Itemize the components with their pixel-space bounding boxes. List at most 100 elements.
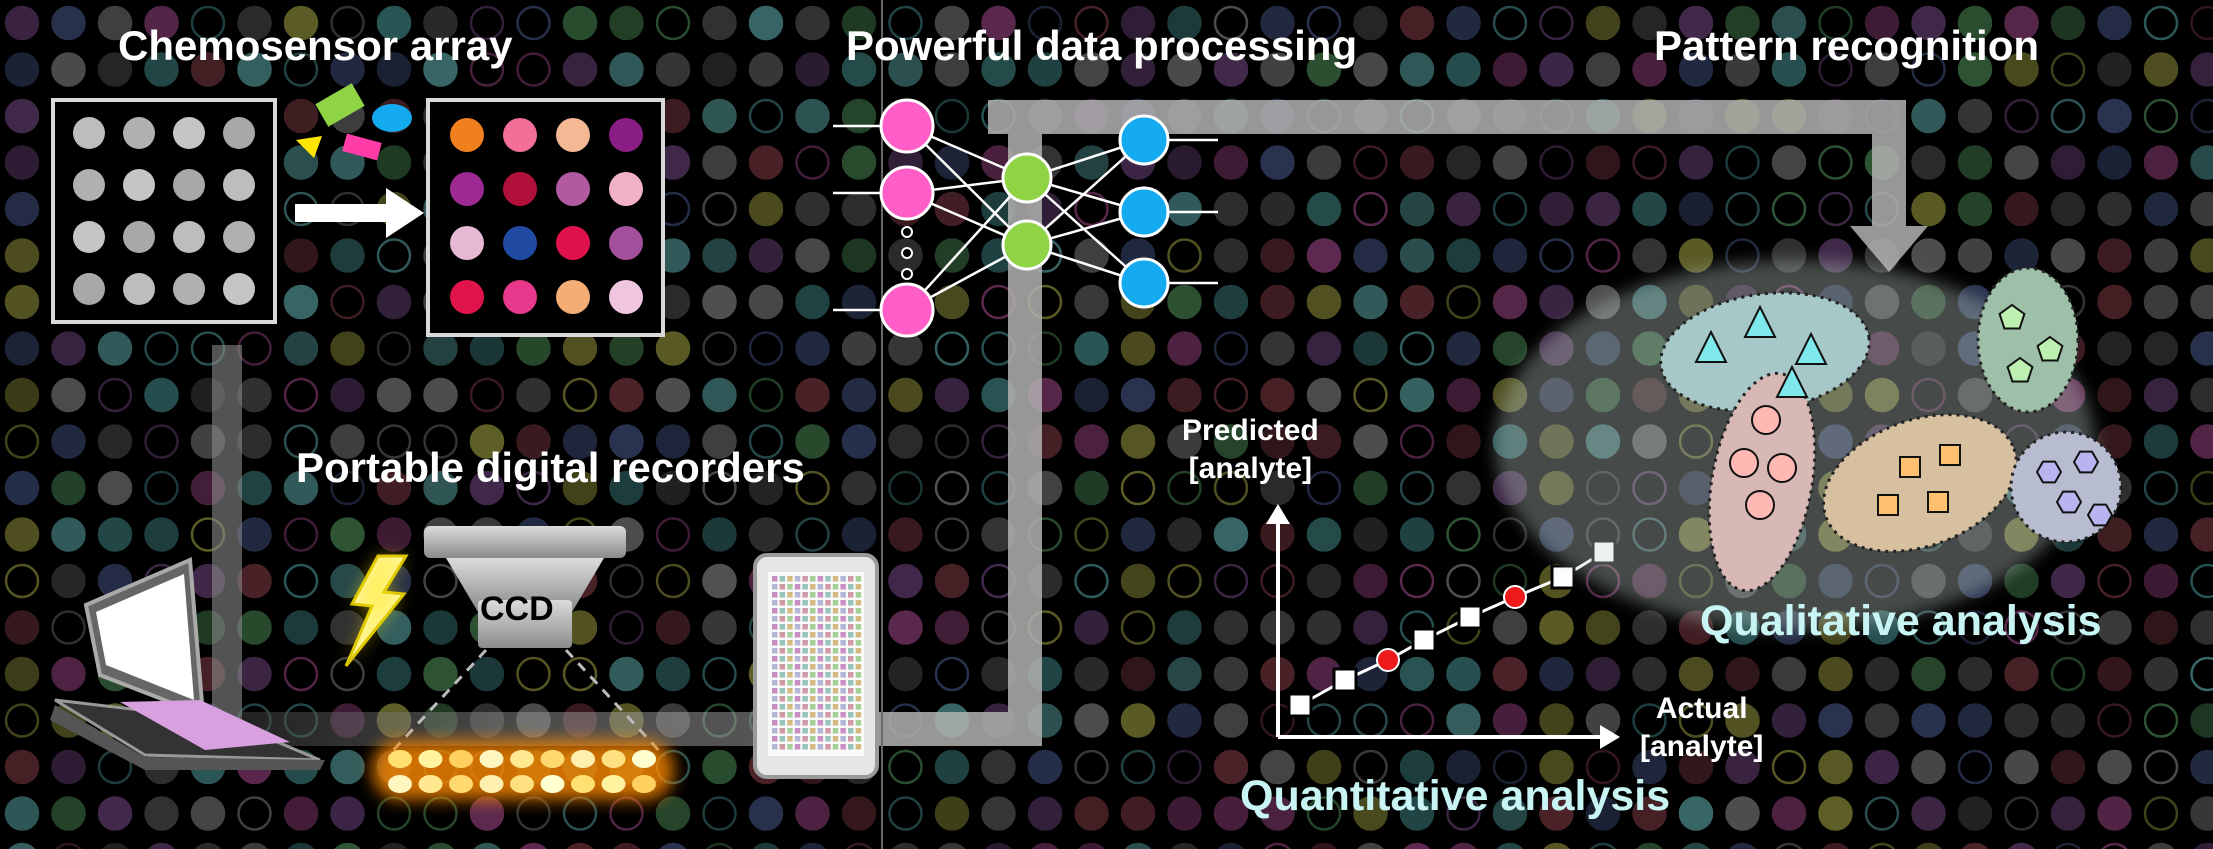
background-dot bbox=[888, 470, 923, 506]
background-dot bbox=[194, 842, 222, 849]
background-dot bbox=[1818, 145, 1853, 180]
background-dot bbox=[702, 749, 737, 785]
background-dot bbox=[1492, 145, 1528, 180]
neural-network bbox=[833, 98, 1218, 338]
background-dot bbox=[1167, 284, 1202, 320]
calibration-point bbox=[1550, 564, 1576, 590]
background-dot bbox=[1632, 656, 1667, 692]
plate-cell bbox=[794, 720, 801, 726]
plate-cell bbox=[840, 688, 846, 694]
background-dot bbox=[562, 331, 598, 366]
strip-spot bbox=[449, 775, 473, 793]
background-dot bbox=[841, 331, 877, 366]
background-dot bbox=[1213, 563, 1249, 599]
plate-cell bbox=[779, 720, 786, 726]
background-dot bbox=[1446, 656, 1481, 692]
background-dot bbox=[4, 191, 40, 227]
background-dot bbox=[330, 331, 365, 366]
background-dot bbox=[1539, 191, 1574, 227]
background-dot bbox=[1213, 656, 1249, 692]
background-dot bbox=[1775, 842, 1803, 849]
background-dot bbox=[2004, 191, 2039, 227]
background-dot bbox=[2190, 563, 2213, 599]
background-dot bbox=[1399, 331, 1435, 366]
background-dot bbox=[423, 424, 458, 459]
plate-cell bbox=[832, 616, 839, 622]
plate-cell bbox=[825, 624, 831, 630]
plate-cell bbox=[802, 616, 808, 622]
background-dot bbox=[2097, 610, 2132, 645]
background-dot bbox=[609, 796, 644, 831]
background-dot bbox=[1399, 191, 1435, 227]
hidden-neuron bbox=[1001, 219, 1053, 271]
background-dot bbox=[1864, 52, 1900, 87]
background-dot bbox=[330, 52, 365, 87]
plate-cell bbox=[772, 688, 778, 694]
plate-cell bbox=[802, 728, 808, 734]
background-dot bbox=[1911, 796, 1946, 831]
plate-cell bbox=[810, 704, 816, 710]
background-dot bbox=[423, 470, 458, 506]
background-dot bbox=[1678, 5, 1714, 41]
background-dot bbox=[1120, 749, 1156, 785]
background-dot bbox=[748, 470, 784, 506]
plate-cell bbox=[825, 696, 831, 702]
plate-cell bbox=[802, 736, 808, 742]
plate-cell bbox=[787, 712, 793, 718]
strip-spot bbox=[571, 750, 595, 768]
background-dot bbox=[2004, 703, 2039, 738]
background-dot bbox=[1492, 517, 1528, 552]
background-dot bbox=[51, 5, 86, 41]
plate-cell bbox=[832, 736, 839, 742]
title-portable-recorders: Portable digital recorders bbox=[296, 444, 805, 491]
plate-cell bbox=[802, 624, 808, 630]
background-dot bbox=[702, 284, 737, 320]
background-dot bbox=[702, 5, 737, 41]
plate-cell bbox=[787, 736, 793, 742]
background-dot bbox=[799, 842, 826, 849]
background-dot bbox=[1260, 191, 1295, 227]
plate-cell bbox=[787, 744, 793, 750]
background-dot bbox=[1074, 284, 1109, 320]
plate-cell bbox=[787, 648, 793, 654]
background-dot bbox=[2050, 145, 2086, 180]
background-dot bbox=[1632, 145, 1667, 180]
plate-cell bbox=[817, 736, 824, 742]
laptop-icon bbox=[50, 557, 325, 770]
background-dot bbox=[1213, 424, 1249, 459]
strip-spot bbox=[601, 775, 626, 793]
background-dot bbox=[702, 191, 737, 227]
plate-cell bbox=[772, 576, 778, 582]
plate-cell bbox=[840, 600, 846, 606]
background-dot bbox=[702, 331, 737, 366]
background-dot bbox=[888, 377, 923, 413]
background-dot bbox=[702, 98, 737, 134]
background-dot bbox=[2004, 238, 2039, 273]
background-dot bbox=[1167, 656, 1202, 692]
background-dot bbox=[1539, 145, 1574, 180]
background-dot bbox=[2050, 5, 2086, 41]
background-dot bbox=[516, 796, 551, 831]
background-dot bbox=[795, 191, 830, 227]
plate-cell bbox=[779, 656, 786, 662]
background-dot bbox=[888, 749, 923, 785]
background-dot bbox=[795, 145, 830, 180]
plate-cell bbox=[832, 656, 839, 662]
background-dot bbox=[2004, 52, 2039, 87]
background-dot bbox=[1682, 842, 1710, 849]
background-dot bbox=[2190, 517, 2213, 552]
background-dot bbox=[330, 424, 365, 459]
background-dot bbox=[1120, 610, 1156, 645]
plate-cell bbox=[802, 680, 808, 686]
plate-cell bbox=[787, 616, 793, 622]
plate-cell bbox=[779, 608, 786, 614]
background-dot bbox=[1492, 796, 1528, 831]
reacted-sensor-spot bbox=[503, 118, 537, 152]
background-dot bbox=[330, 238, 365, 273]
background-dot bbox=[1585, 52, 1621, 87]
background-dot bbox=[981, 52, 1016, 87]
plate-cell bbox=[848, 744, 854, 750]
background-dot bbox=[4, 377, 40, 413]
background-dot bbox=[1260, 796, 1295, 831]
plate-cell bbox=[848, 712, 854, 718]
